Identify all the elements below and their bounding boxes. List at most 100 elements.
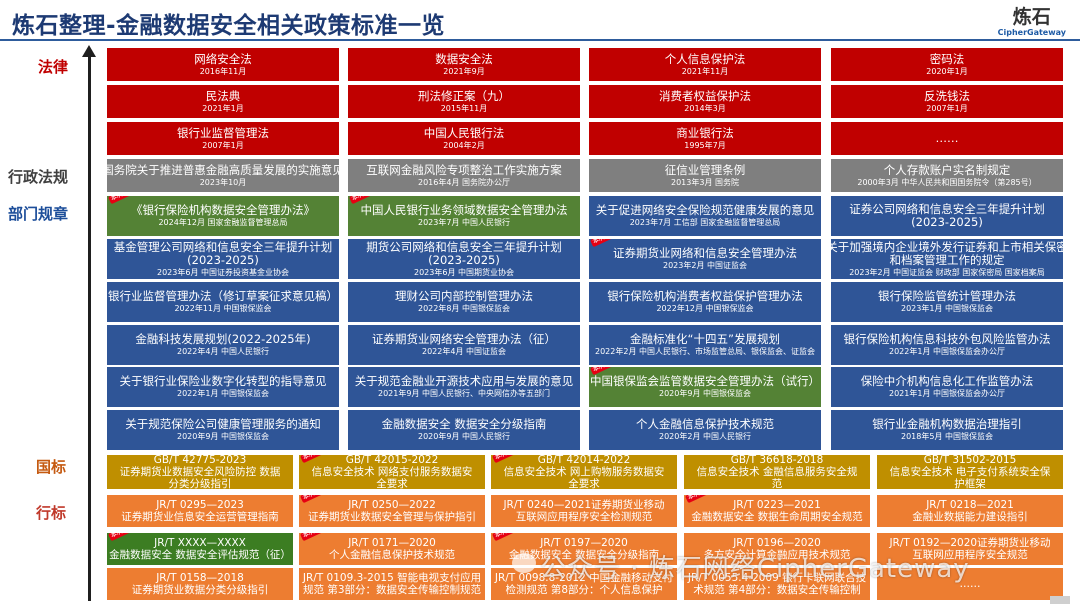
industry-std-code: JR/T 0098.8-2012 中国金融移动支付 <box>494 572 674 584</box>
dept-rule-item[interactable]: 证券期货业网络安全管理办法（征）2022年4月 中国证监会 <box>348 325 580 365</box>
industry-std-name: 多方安全计算金融应用技术规范 <box>703 549 851 561</box>
law-date: 1995年7月 <box>684 140 726 150</box>
logo-en: CipherGateway <box>997 28 1066 37</box>
industry-std-item[interactable]: JR/T 0250—2022证券期货业数据安全管理与保护指引本次新增 <box>299 495 485 527</box>
industry-std-name: 金融数据安全 数据生命周期安全规范 <box>691 511 863 523</box>
national-std-name: 信息安全技术 金融信息服务安全规 <box>696 466 858 478</box>
industry-std-name: 证券期货业数据分类分级指引 <box>131 584 269 596</box>
national-std-code: GB/T 42014-2022 <box>537 455 631 466</box>
new-badge: 本次新增 <box>300 455 329 464</box>
national-std-name-line2: 护框架 <box>954 478 986 489</box>
dept-rule-name: 关于促进网络安全保险规范健康发展的意见 <box>595 203 815 217</box>
dept-rule-name: 关于规范金融业开源技术应用与发展的意见 <box>354 374 574 388</box>
industry-std-item[interactable]: JR/T 0240—2021证券期货业移动互联网应用程序安全检测规范 <box>491 495 677 527</box>
law-date: 2020年1月 <box>926 66 968 76</box>
dept-rule-date: 2020年9月 中国人民银行 <box>418 432 510 441</box>
law-item[interactable]: 刑法修正案（九）2015年11月 <box>348 85 580 118</box>
national-std-name-line2: 分类分级指引 <box>168 478 232 489</box>
logo-cn: 炼石 <box>1012 6 1051 28</box>
dept-rule-item[interactable]: 期货公司网络和信息安全三年提升计划(2023-2025)2023年6月 中国期货… <box>348 239 580 279</box>
new-badge: 本次新增 <box>492 455 521 464</box>
dept-rule-item[interactable]: 《银行保险机构数据安全管理办法》2024年12月 国家金融监督管理总局本次新增 <box>107 196 339 236</box>
dept-rule-item[interactable]: 基金管理公司网络和信息安全三年提升计划(2023-2025)2023年6月 中国… <box>107 239 339 279</box>
industry-std-item[interactable]: …… <box>877 568 1063 600</box>
industry-std-code: JR/T 0240—2021证券期货业移动 <box>503 499 665 511</box>
dept-rule-name: 保险中介机构信息化工作监管办法 <box>860 374 1034 388</box>
dept-rule-name: 关于规范保险公司健康管理服务的通知 <box>125 417 321 431</box>
admin-reg-name: 国务院关于推进普惠金融高质量发展的实施意见 <box>107 162 339 177</box>
industry-std-item[interactable]: JR/T 0109.3-2015 智能电视支付应用规范 第3部分：数据安全传输控… <box>299 568 485 600</box>
law-name: 中国人民银行法 <box>423 125 505 140</box>
dept-rule-item[interactable]: 银行业监督管理办法（修订草案征求意见稿）2022年11月 中国银保监会 <box>107 282 339 322</box>
dept-rule-item[interactable]: 证券公司网络和信息安全三年提升计划(2023-2025) <box>831 196 1063 236</box>
new-badge: 本次新增 <box>108 533 137 542</box>
industry-std-item[interactable]: JR/T 0098.8-2012 中国金融移动支付检测规范 第8部分：个人信息保… <box>491 568 677 600</box>
page-title: 炼石整理-金融数据安全相关政策标准一览 <box>12 13 446 39</box>
timeline-axis <box>88 56 91 601</box>
industry-std-item[interactable]: JR/T 0055.4-2009 银行卡联网联合技术规范 第4部分：数据安全传输… <box>684 568 870 600</box>
industry-std-item[interactable]: JR/T 0192—2020证券期货业移动互联网应用程序安全规范 <box>877 533 1063 565</box>
dept-rule-date: 2021年1月 中国银保监会办公厅 <box>889 389 1005 398</box>
dept-rule-name-line2: (2023-2025) <box>187 252 259 267</box>
dept-rule-item[interactable]: 金融科技发展规划(2022-2025年)2022年4月 中国人民银行 <box>107 325 339 365</box>
dept-rule-name: 个人金融信息保护技术规范 <box>636 417 774 431</box>
industry-std-code: JR/T 0171—2020 <box>348 537 436 549</box>
category-law: 法律 <box>38 58 69 76</box>
dept-rule-name: 关于加强境内企业境外发行证券和上市相关保密 <box>831 239 1063 254</box>
law-name: 商业银行法 <box>676 125 734 140</box>
national-std-name-line2: 全要求 <box>376 478 408 489</box>
industry-std-code: JR/T 0192—2020证券期货业移动 <box>889 537 1051 549</box>
industry-std-item[interactable]: JR/T 0171—2020个人金融信息保护技术规范本次新增 <box>299 533 485 565</box>
law-name: 民法典 <box>205 88 241 103</box>
dept-rule-item[interactable]: 中国银保监会监管数据安全管理办法（试行）2020年9月 中国银保监会本次新增 <box>589 367 821 407</box>
dept-rule-name: 理财公司内部控制管理办法 <box>395 289 533 303</box>
dept-rule-date: 2018年5月 中国银保监会 <box>901 432 993 441</box>
law-item[interactable]: …… <box>831 122 1063 155</box>
page-indicator <box>1050 596 1070 604</box>
dept-rule-name-line2: (2023-2025) <box>911 215 983 229</box>
dept-rule-name: 中国人民银行业务领域数据安全管理办法 <box>360 203 568 217</box>
